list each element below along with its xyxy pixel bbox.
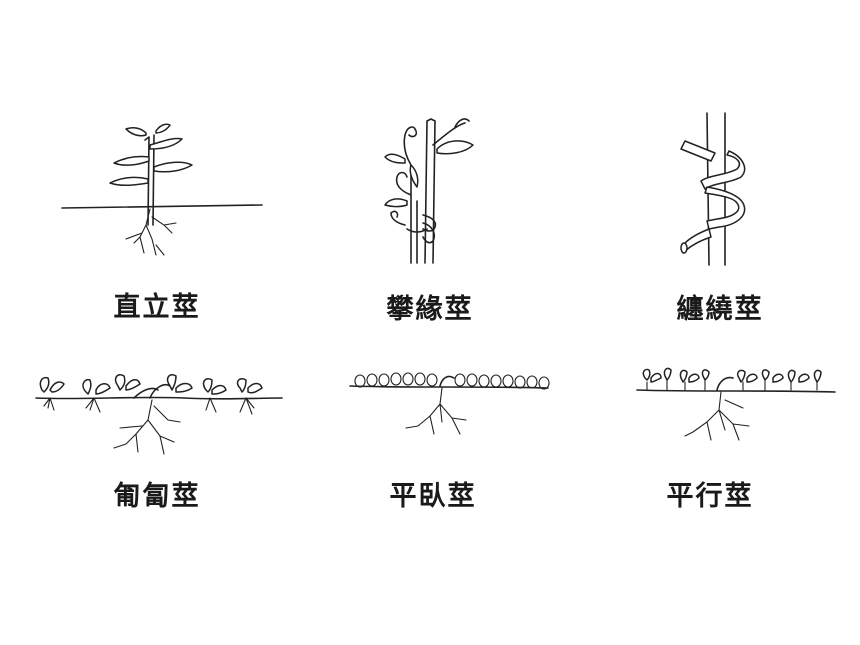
label-creeping-stem: 匍匐莖 — [113, 481, 201, 512]
cell-prostrate-stem: 平臥莖 — [290, 360, 576, 560]
label-horizontal-stem: 平行莖 — [666, 481, 754, 512]
label-erect-stem: 直立莖 — [113, 292, 201, 323]
prostrate-stem-drawing — [349, 372, 550, 435]
cell-twining-stem: 纏繞莖 — [577, 105, 860, 345]
horizontal-stem-drawing — [636, 367, 836, 441]
erect-stem-drawing — [61, 123, 263, 256]
cell-horizontal-stem: 平行莖 — [567, 360, 853, 560]
label-twining-stem: 纏繞莖 — [676, 294, 764, 325]
creeping-stem-drawing — [35, 374, 283, 455]
climbing-stem-drawing — [384, 118, 474, 264]
label-climbing-stem: 攀緣莖 — [386, 294, 474, 325]
cell-erect-stem: 直立莖 — [14, 105, 300, 345]
twining-stem-drawing — [680, 112, 746, 266]
cell-creeping-stem: 匍匐莖 — [14, 360, 300, 560]
cell-climbing-stem: 攀緣莖 — [287, 105, 573, 345]
label-prostrate-stem: 平臥莖 — [389, 481, 477, 512]
